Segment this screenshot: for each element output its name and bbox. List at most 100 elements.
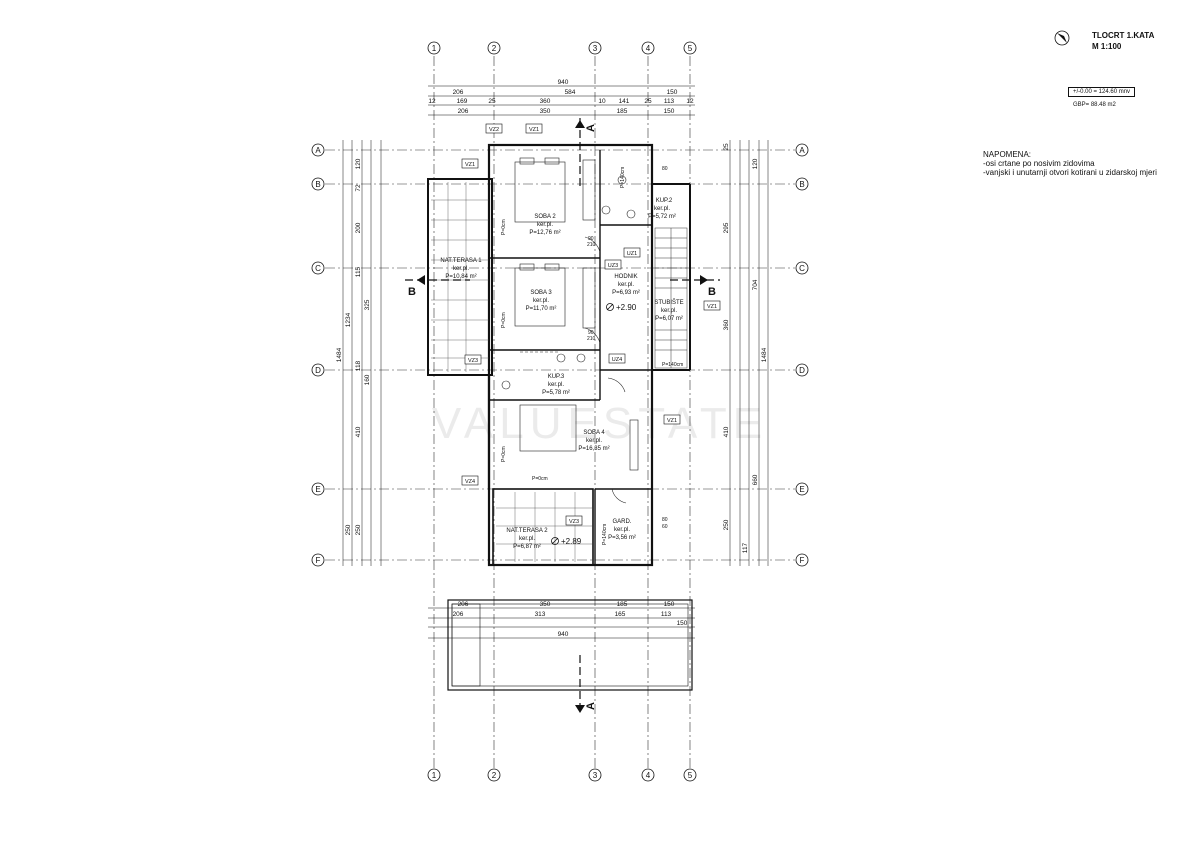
dim-left-inner: 1234 [345, 312, 352, 327]
room-area-terasa1: P=10,84 m² [445, 274, 476, 280]
dim-top-r2-1: 169 [457, 98, 468, 105]
label-210-a: 210 [587, 242, 596, 248]
opening-vz1-top: VZ1 [529, 127, 539, 133]
label-90-b: 90 [588, 330, 594, 336]
room-name-kup2: KUP.2 [656, 198, 673, 204]
reference-level-box: +/-0.00 = 124.60 mnv [1068, 87, 1136, 97]
dim-left-s1: 72 [355, 184, 362, 192]
dim-bot-r2-4: 150 [677, 620, 688, 627]
room-name-kup3: KUP.3 [548, 374, 565, 380]
room-name-soba3: SOBA 3 [530, 290, 552, 296]
dim-right-s5: 410 [723, 426, 730, 437]
room-area-soba2: P=12,76 m² [529, 230, 560, 236]
dim-top-r2-5: 141 [619, 98, 630, 105]
level-terrace: +2.89 [561, 537, 582, 546]
room-name-terasa2: NAT.TERASA 2 [506, 528, 548, 534]
axis-label-row-e-left: E [315, 485, 320, 494]
note-line-1: -osi crtane po nosivim zidovima [983, 159, 1095, 168]
section-arrows [417, 120, 708, 713]
label-90-a: 90 [588, 236, 594, 242]
room-floor-hodnik: ker.pl. [618, 282, 634, 288]
dim-top-r1-1: 584 [565, 89, 576, 96]
room-name-soba4: SOBA 4 [583, 430, 605, 436]
axis-label-row-b-right: B [799, 180, 804, 189]
exterior-walls [427, 143, 691, 567]
axis-label-col-5-top: 5 [688, 44, 693, 53]
dim-right-s2: 295 [723, 222, 730, 233]
dim-top-r1-0: 206 [453, 89, 464, 96]
axis-label-row-b-left: B [315, 180, 320, 189]
room-floor-soba3: ker.pl. [533, 298, 549, 304]
axis-label-row-a-left: A [315, 146, 321, 155]
level-marker-icons [551, 303, 614, 545]
room-area-hodnik: P=6,93 m² [612, 290, 640, 296]
room-name-hodnik: HODNIK [614, 274, 637, 280]
opening-vz3-terrace1: VZ3 [468, 358, 478, 364]
axis-label-col-4-top: 4 [646, 44, 651, 53]
section-mark-b-left: B [408, 286, 416, 298]
label-60-a: 60 [662, 524, 668, 530]
dim-left-s6: 160 [364, 374, 371, 385]
axis-label-col-3-bottom: 3 [593, 771, 598, 780]
staircase [654, 227, 688, 369]
room-floor-terasa1: ker.pl. [453, 266, 469, 272]
axis-label-row-d-right: D [799, 366, 805, 375]
label-p140-stair: P=140cm [662, 362, 683, 368]
dim-bot-r2-3: 113 [661, 611, 672, 618]
gbp-area: GBP= 88.48 m2 [1073, 102, 1116, 108]
opening-vz1-right: VZ1 [707, 304, 717, 310]
axis-label-col-2-bottom: 2 [492, 771, 497, 780]
label-p0-soba4: P=0cm [532, 476, 548, 482]
dim-right-s3: 704 [752, 279, 759, 290]
dim-top-r3-3: 150 [664, 108, 675, 115]
dim-left-s4: 325 [364, 299, 371, 310]
drawing-title: TLOCRT 1.KATA [1092, 31, 1155, 40]
room-floor-soba4: ker.pl. [586, 438, 602, 444]
room-name-soba2: SOBA 2 [534, 214, 556, 220]
dim-bot-total: 940 [558, 631, 569, 638]
dim-top-r3-1: 350 [540, 108, 551, 115]
dim-left-s8: 250 [345, 524, 352, 535]
dim-left-s7: 410 [355, 426, 362, 437]
axis-label-col-5-bottom: 5 [688, 771, 693, 780]
dim-bot-r1-3: 150 [664, 601, 675, 608]
room-name-terasa1: NAT.TERASA 1 [440, 258, 482, 264]
note-line-2: -vanjski i unutarnji otvori kotirani u z… [983, 168, 1157, 177]
note-heading: NAPOMENA: [983, 150, 1032, 159]
dim-top-total: 940 [558, 79, 569, 86]
dim-bot-r2-0: 206 [453, 611, 464, 618]
dim-left-s9: 250 [355, 524, 362, 535]
room-floor-gard: ker.pl. [614, 527, 630, 533]
bottom-dimension-lines [428, 607, 695, 639]
opening-vz3-terrace2: VZ3 [569, 519, 579, 525]
dim-right-s7: 250 [723, 519, 730, 530]
opening-uz3: UZ3 [608, 263, 618, 269]
room-area-gard: P=3,56 m² [608, 535, 636, 541]
label-p140-gard: P=140cm [602, 524, 608, 545]
dim-top-r3-2: 185 [617, 108, 628, 115]
room-floor-terasa2: ker.pl. [519, 536, 535, 542]
dim-right-s4: 360 [723, 319, 730, 330]
label-p0-soba4-side: P=0cm [501, 446, 507, 462]
room-area-terasa2: P=6,87 m² [513, 544, 541, 550]
drawing-scale: M 1:100 [1092, 42, 1122, 51]
dim-top-r3-0: 206 [458, 108, 469, 115]
label-80-b: 80 [662, 517, 668, 523]
room-area-stubiste: P=6,07 m² [655, 316, 683, 322]
dim-left-s5: 118 [355, 360, 362, 371]
title-block: TLOCRT 1.KATA M 1:100 [1092, 30, 1154, 52]
label-80-a: 80 [662, 166, 668, 172]
right-dimension-lines [729, 140, 769, 566]
room-area-kup2: P=5,72 m² [648, 214, 676, 220]
terrace2-tiles [496, 492, 592, 562]
watermark: VALUESTATE [432, 399, 768, 448]
axis-label-row-a-right: A [799, 146, 805, 155]
dim-left-outer: 1484 [336, 347, 343, 362]
opening-uz1: UZ1 [627, 251, 637, 257]
interior-walls [489, 150, 652, 565]
axis-label-col-3-top: 3 [593, 44, 598, 53]
opening-vz1-left: VZ1 [465, 162, 475, 168]
label-p140-kup2: P=140cm [620, 167, 626, 188]
axis-label-row-f-left: F [316, 556, 321, 565]
room-name-stubiste: STUBIŠTE [654, 299, 683, 306]
